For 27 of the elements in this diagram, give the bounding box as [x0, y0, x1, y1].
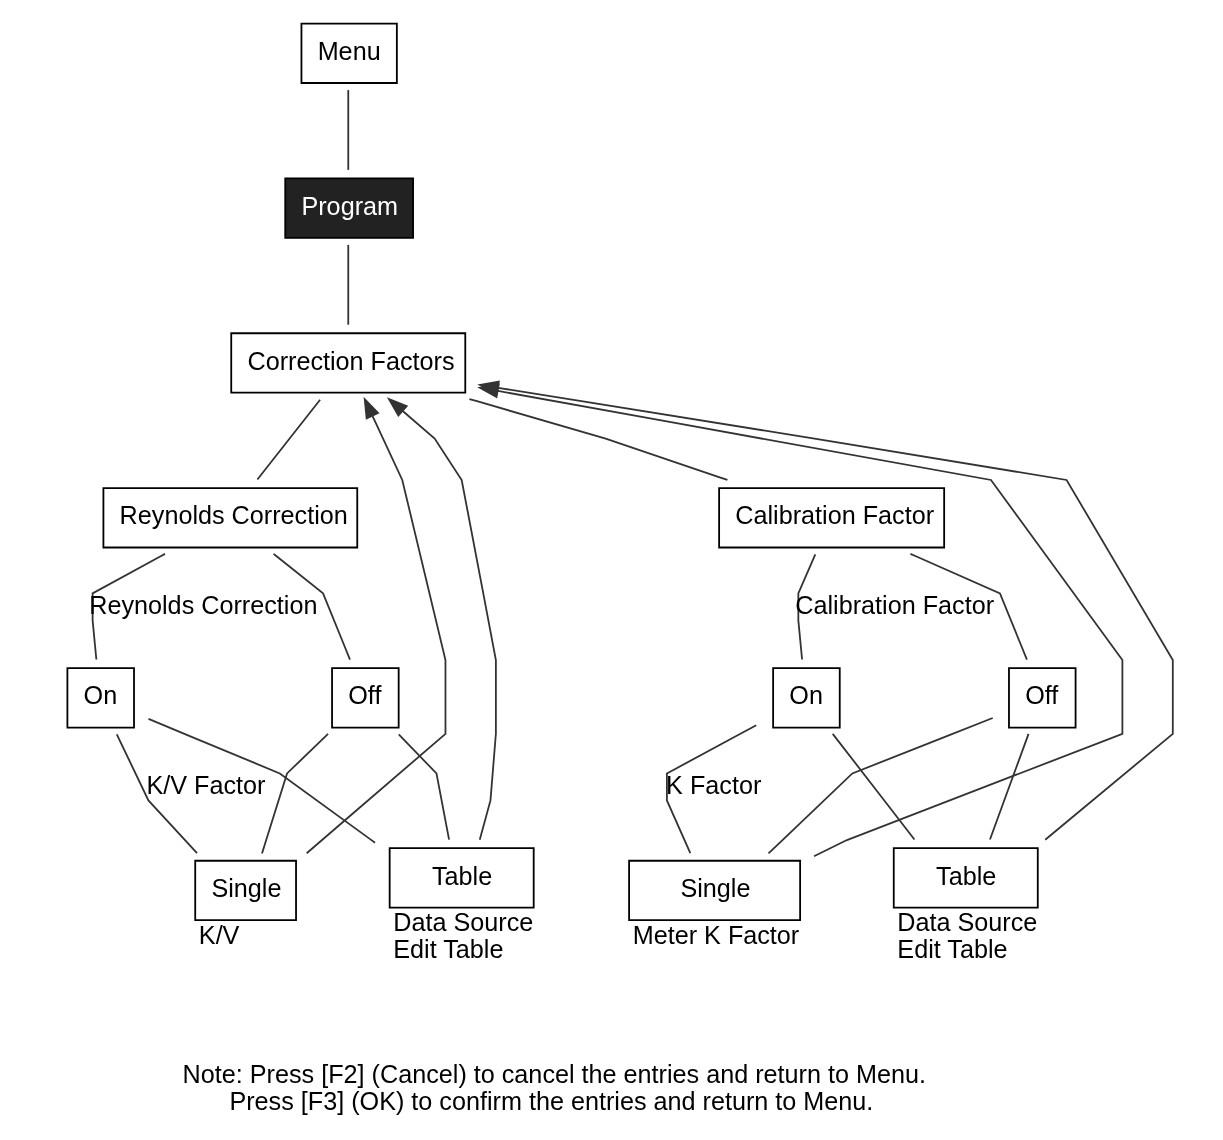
connector — [346, 244, 349, 326]
connector — [115, 733, 198, 854]
connector — [397, 733, 450, 841]
connector — [147, 718, 376, 844]
edge-label: K/V Factor — [146, 770, 266, 799]
connector — [831, 732, 915, 841]
node-label: Meter K Factor — [632, 920, 799, 949]
connector — [796, 553, 816, 661]
node-label: Edit Table — [896, 935, 1008, 964]
label: Note: Press [F2] (Cancel) to cancel the entries and return to Menu. — [182, 1060, 926, 1089]
label: Press [F3] (OK) to confirm the entries and return to Menu. — [228, 1087, 873, 1116]
connector — [988, 732, 1029, 841]
node-label: K/V — [198, 920, 239, 949]
node-label: Edit Table — [392, 935, 503, 964]
connector — [260, 733, 329, 855]
node-label: Data Source — [392, 908, 533, 937]
connector — [468, 398, 728, 481]
node-label: Data Source — [896, 908, 1037, 937]
connector — [346, 89, 349, 171]
connector — [256, 398, 321, 481]
connector — [272, 552, 351, 661]
edge-label: K Factor — [665, 770, 761, 799]
connector — [665, 724, 757, 854]
connector — [909, 552, 1028, 661]
arrow — [386, 397, 497, 841]
connector — [767, 717, 994, 855]
arrow — [305, 396, 446, 855]
